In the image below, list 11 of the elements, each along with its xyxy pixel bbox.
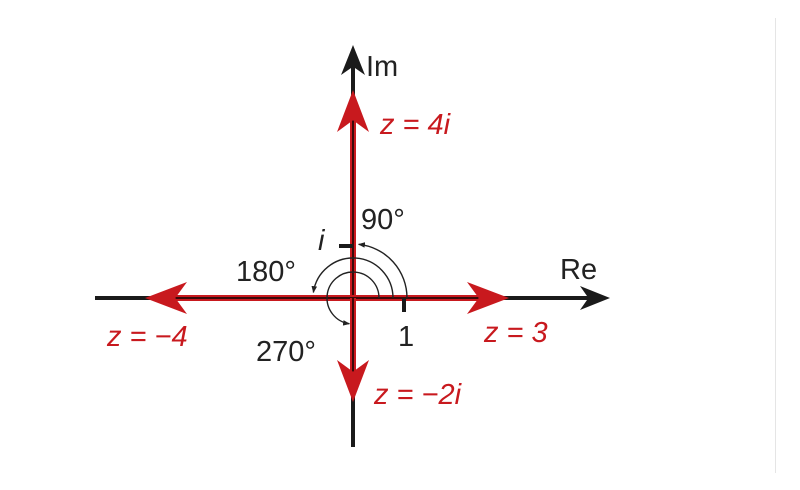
tick-label: i: [318, 224, 324, 258]
angle-label: 270°: [256, 335, 316, 369]
angle-label: 180°: [236, 255, 296, 289]
tick-label: 1: [398, 320, 414, 354]
axis-label: Im: [366, 50, 398, 84]
angle-label: 90°: [361, 203, 405, 237]
axis-label: Re: [560, 253, 598, 287]
vector-label: z = 3: [484, 316, 548, 350]
vector-label: z = 4i: [380, 108, 450, 142]
vector-label: z = −4: [107, 320, 188, 354]
vector-label: z = −2i: [374, 378, 462, 412]
